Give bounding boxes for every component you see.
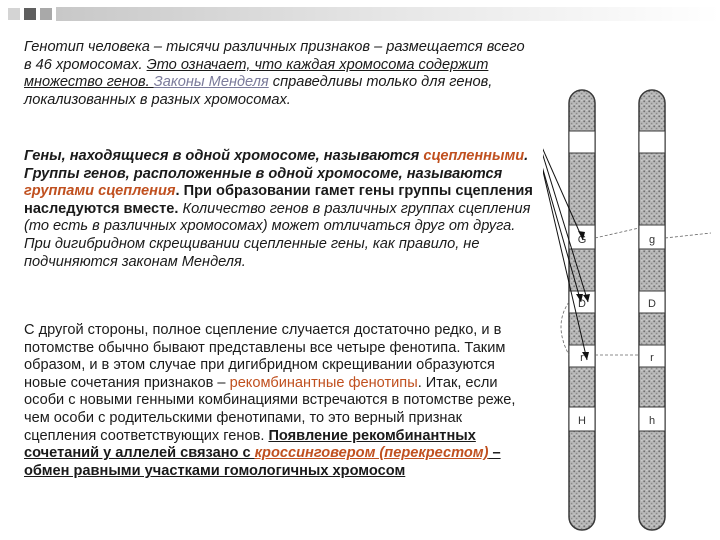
- p1-text2: Это означает, что каждая хромосома содер…: [24, 56, 489, 91]
- decor-square-2: [24, 8, 36, 20]
- p2-s5: . При образовании гамет гены группы сцеп…: [24, 183, 533, 217]
- pointer-arrows: [543, 148, 589, 361]
- gene-label-right-3: r: [650, 352, 654, 364]
- gene-label-left-2: D: [578, 298, 586, 310]
- gene-label-right-2: D: [648, 298, 656, 310]
- mendel-laws-link[interactable]: Законы Менделя: [153, 74, 269, 91]
- p3-term-crossing-over: кроссинговером (перекрестом): [254, 445, 489, 462]
- p3-s6: – обмен равными участками гомологичных х…: [24, 445, 501, 479]
- leader-lines: [560, 227, 712, 356]
- p3-s1: С другой стороны, полное сцепление случа…: [24, 322, 506, 391]
- gene-label-right-1: g: [649, 234, 655, 246]
- p2-s1: Гены, находящиеся в одной хромосоме, наз…: [24, 148, 424, 164]
- gene-label-right-4: h: [649, 415, 655, 427]
- gene-label-left-3: r: [580, 352, 584, 364]
- decor-gradient-bar: [56, 7, 720, 21]
- p2-term-linkage-groups: группами сцепления: [24, 183, 176, 200]
- p3-term-recombinant: рекомбинантные фенотипы: [229, 374, 418, 391]
- header-decoration: [0, 0, 720, 34]
- arrow-heads: [576, 231, 590, 360]
- gene-label-left-1: G: [578, 234, 587, 246]
- p1-text3: справедливы только для генов, локализова…: [24, 74, 493, 108]
- right-chromosome: [638, 89, 666, 531]
- left-chromosome: [568, 89, 596, 531]
- decor-square-3: [40, 8, 52, 20]
- gene-label-left-4: H: [578, 415, 586, 427]
- p3-s3: . Итак, если особи с новыми генными комб…: [24, 374, 516, 444]
- p2-term-linked: сцепленными: [423, 148, 525, 164]
- p2-s6: Количество генов в различных группах сце…: [24, 200, 531, 270]
- p1-text1: Генотип человека – тысячи различных приз…: [24, 39, 525, 73]
- paragraph-linked-genes: Гены, находящиеся в одной хромосоме, наз…: [24, 148, 534, 271]
- p2-s3: . Группы генов, расположенные в одной хр…: [24, 148, 529, 182]
- p3-s4: Появление рекомбинантных сочетаний у алл…: [24, 427, 476, 462]
- paragraph-recombination: С другой стороны, полное сцепление случа…: [24, 322, 534, 480]
- chromosome-pair-figure: G D r H g D r h: [543, 89, 712, 531]
- decor-square-1: [8, 8, 20, 20]
- paragraph-genotype: Генотип человека – тысячи различных приз…: [24, 39, 534, 109]
